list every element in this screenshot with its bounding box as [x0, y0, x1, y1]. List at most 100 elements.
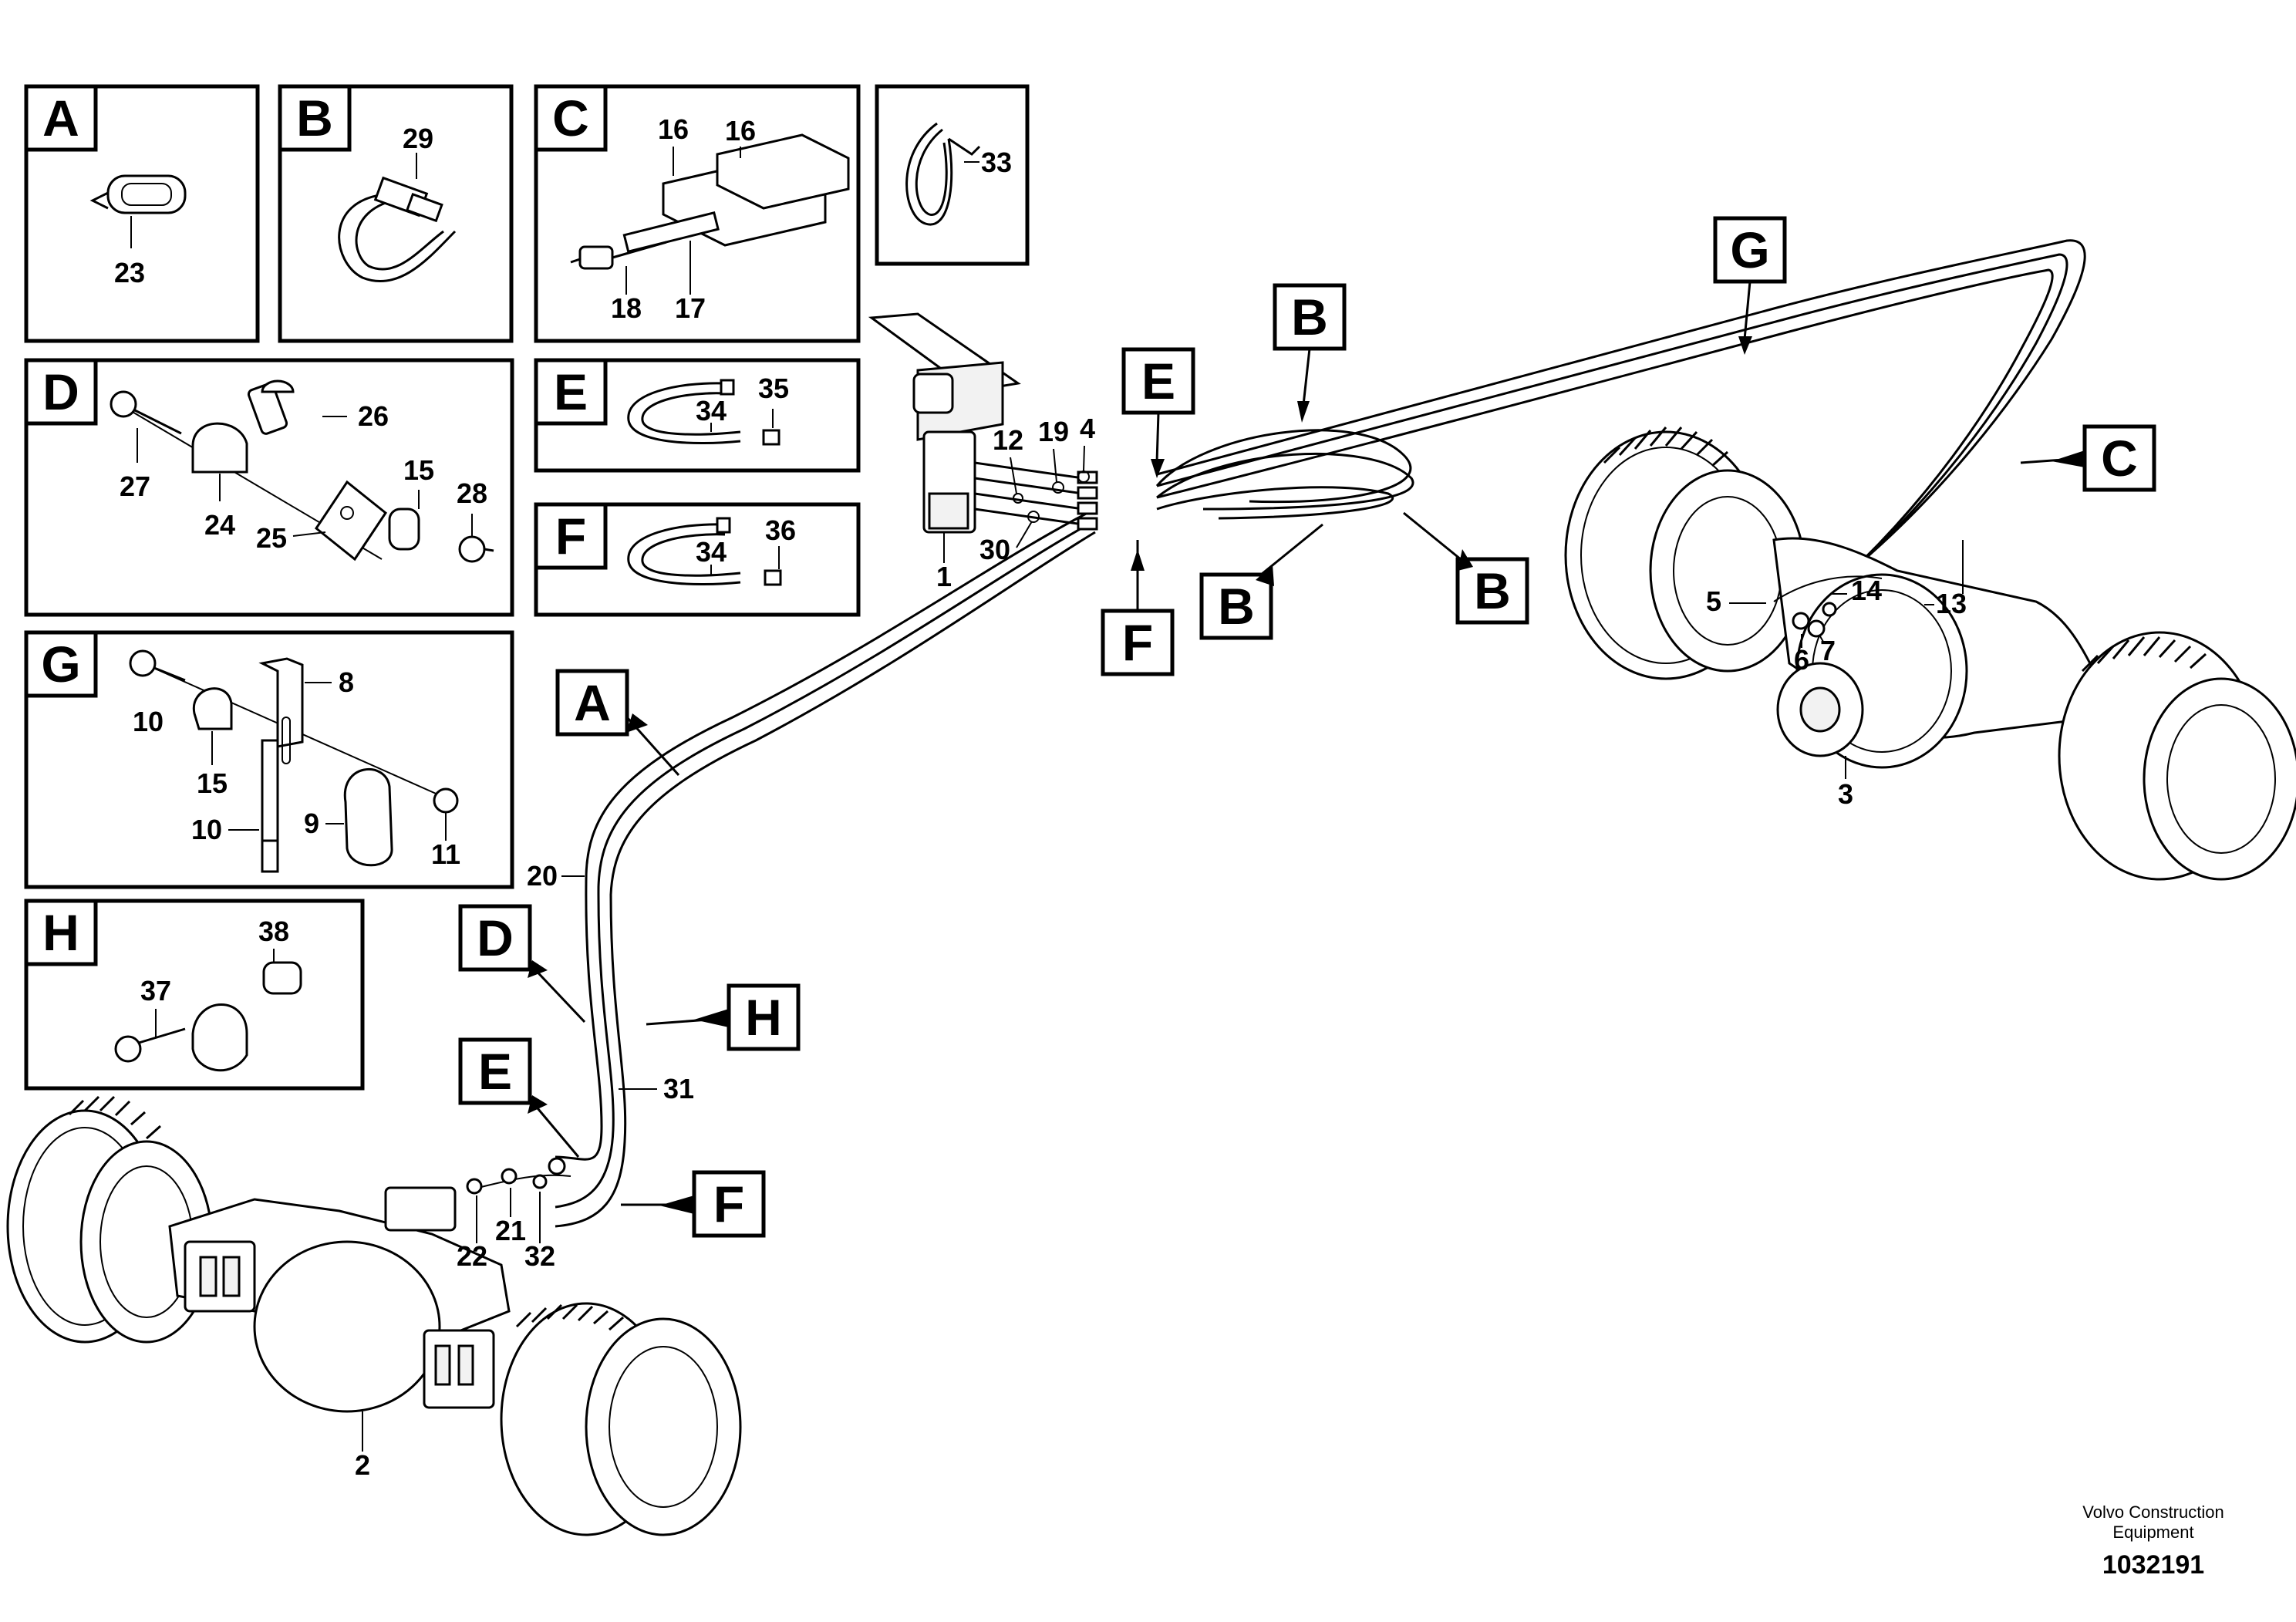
part-label: 16: [725, 115, 756, 147]
part-label: 5: [1706, 585, 1721, 617]
detail-box-h: H 38 37: [24, 899, 365, 1091]
company-name-line1: Volvo Construction: [2082, 1502, 2224, 1522]
part-label: 17: [675, 292, 706, 324]
part-label: 26: [358, 400, 389, 432]
callout-letter: C: [2101, 430, 2138, 487]
callout-c: C: [2020, 424, 2156, 492]
brake-hose-routing: [555, 239, 2086, 1228]
part-label: 24: [204, 509, 235, 541]
front-axle: [6, 1095, 742, 1536]
bracket-assembly-icon: [129, 649, 459, 873]
detail-box-a: A 23: [24, 84, 260, 343]
part-label: 36: [765, 514, 796, 546]
part-label: 34: [696, 536, 727, 568]
part-label: 10: [133, 706, 164, 737]
callout-e-top: E: [1121, 347, 1195, 478]
part-label: 16: [658, 113, 689, 145]
callout-g: G: [1713, 216, 1787, 355]
detail-box-f: F 36 34: [534, 502, 861, 617]
callout-letter: H: [745, 989, 782, 1046]
cable-tie-icon: [627, 517, 782, 586]
detail-letter-a: A: [42, 89, 79, 147]
detail-box-cable-tie: 33: [875, 84, 1030, 266]
part-label: 29: [403, 123, 433, 154]
callout-letter: E: [1141, 352, 1175, 410]
rear-axle: [1564, 427, 2296, 881]
part-label: 33: [981, 147, 1012, 178]
part-label: 10: [191, 814, 222, 845]
callout-letter: F: [1122, 614, 1153, 671]
part-label: 28: [457, 477, 487, 509]
callout-e-bottom: E: [458, 1037, 580, 1158]
part-label: 30: [979, 534, 1010, 565]
callout-letter: E: [478, 1043, 512, 1100]
detail-box-b: B 29: [278, 84, 514, 343]
strap-clamp-icon: [338, 176, 457, 283]
detail-letter-e: E: [554, 363, 588, 420]
detail-letter-d: D: [42, 363, 79, 420]
part-label: 2: [355, 1449, 370, 1481]
callout-d: D: [458, 904, 586, 1023]
detail-box-d: D 26 27 24 25 15 28: [24, 358, 514, 617]
part-label: 11: [431, 838, 460, 870]
callout-letter: D: [477, 909, 514, 966]
part-label: 9: [304, 808, 319, 839]
part-label: 23: [114, 257, 145, 288]
callout-b-top: B: [1273, 283, 1347, 423]
grommet-icon: [89, 174, 187, 214]
part-label: 13: [1936, 588, 1967, 619]
clamp-block-icon: [570, 133, 850, 270]
detail-letter-b: B: [296, 89, 333, 147]
callout-f-top: F: [1101, 540, 1175, 676]
part-label: 3: [1838, 778, 1853, 810]
part-label: 22: [457, 1240, 487, 1272]
part-label: 6: [1794, 644, 1809, 676]
part-label: 8: [339, 666, 354, 698]
callout-f-bottom: F: [621, 1170, 766, 1238]
detail-letter-c: C: [552, 89, 589, 147]
callout-letter: B: [1474, 562, 1511, 619]
callout-letter: B: [1218, 578, 1255, 635]
part-label: 14: [1851, 575, 1882, 606]
detail-letter-g: G: [41, 636, 80, 693]
callout-a: A: [555, 669, 680, 776]
part-label: 7: [1820, 635, 1836, 666]
part-label: 32: [524, 1240, 555, 1272]
part-label: 19: [1038, 416, 1069, 447]
callout-letter: A: [574, 674, 611, 731]
cable-tie-icon: [627, 379, 781, 446]
callout-letter: F: [713, 1175, 744, 1233]
part-label: 35: [758, 373, 789, 404]
detail-letter-f: F: [555, 508, 586, 565]
callout-letter: B: [1291, 288, 1328, 346]
part-label: 4: [1080, 413, 1095, 444]
detail-box-c: C 16 16 18 17: [534, 84, 861, 343]
callout-b-middle: B: [1199, 523, 1323, 640]
detail-box-g: G 8 10 15 10 9 11: [24, 630, 514, 889]
part-label: 21: [495, 1215, 526, 1246]
part-label: 15: [197, 767, 228, 799]
detail-letter-h: H: [42, 904, 79, 961]
part-label: 12: [993, 424, 1023, 456]
part-label: 18: [611, 292, 642, 324]
cable-tie-loop-icon: [905, 122, 981, 226]
callout-letter: G: [1730, 221, 1769, 278]
drawing-number: 1032191: [2102, 1550, 2204, 1580]
part-label: 27: [120, 470, 150, 502]
callout-h: H: [646, 983, 801, 1051]
part-label: 20: [527, 860, 558, 892]
detail-box-e: E 35 34: [534, 358, 861, 473]
drawing-footer: Volvo Construction Equipment 1032191: [2082, 1502, 2224, 1580]
part-label: 25: [256, 522, 287, 554]
part-label: 38: [258, 916, 289, 947]
part-label: 15: [403, 454, 434, 486]
clamp-assembly-icon: [110, 379, 494, 563]
part-label: 37: [140, 975, 171, 1007]
part-label: 34: [696, 395, 727, 427]
part-label: 31: [663, 1073, 694, 1104]
part-label: 1: [936, 561, 952, 592]
callout-b-right: B: [1403, 511, 1529, 625]
p-clamp-icon: [114, 961, 302, 1072]
company-name-line2: Equipment: [2112, 1523, 2193, 1542]
